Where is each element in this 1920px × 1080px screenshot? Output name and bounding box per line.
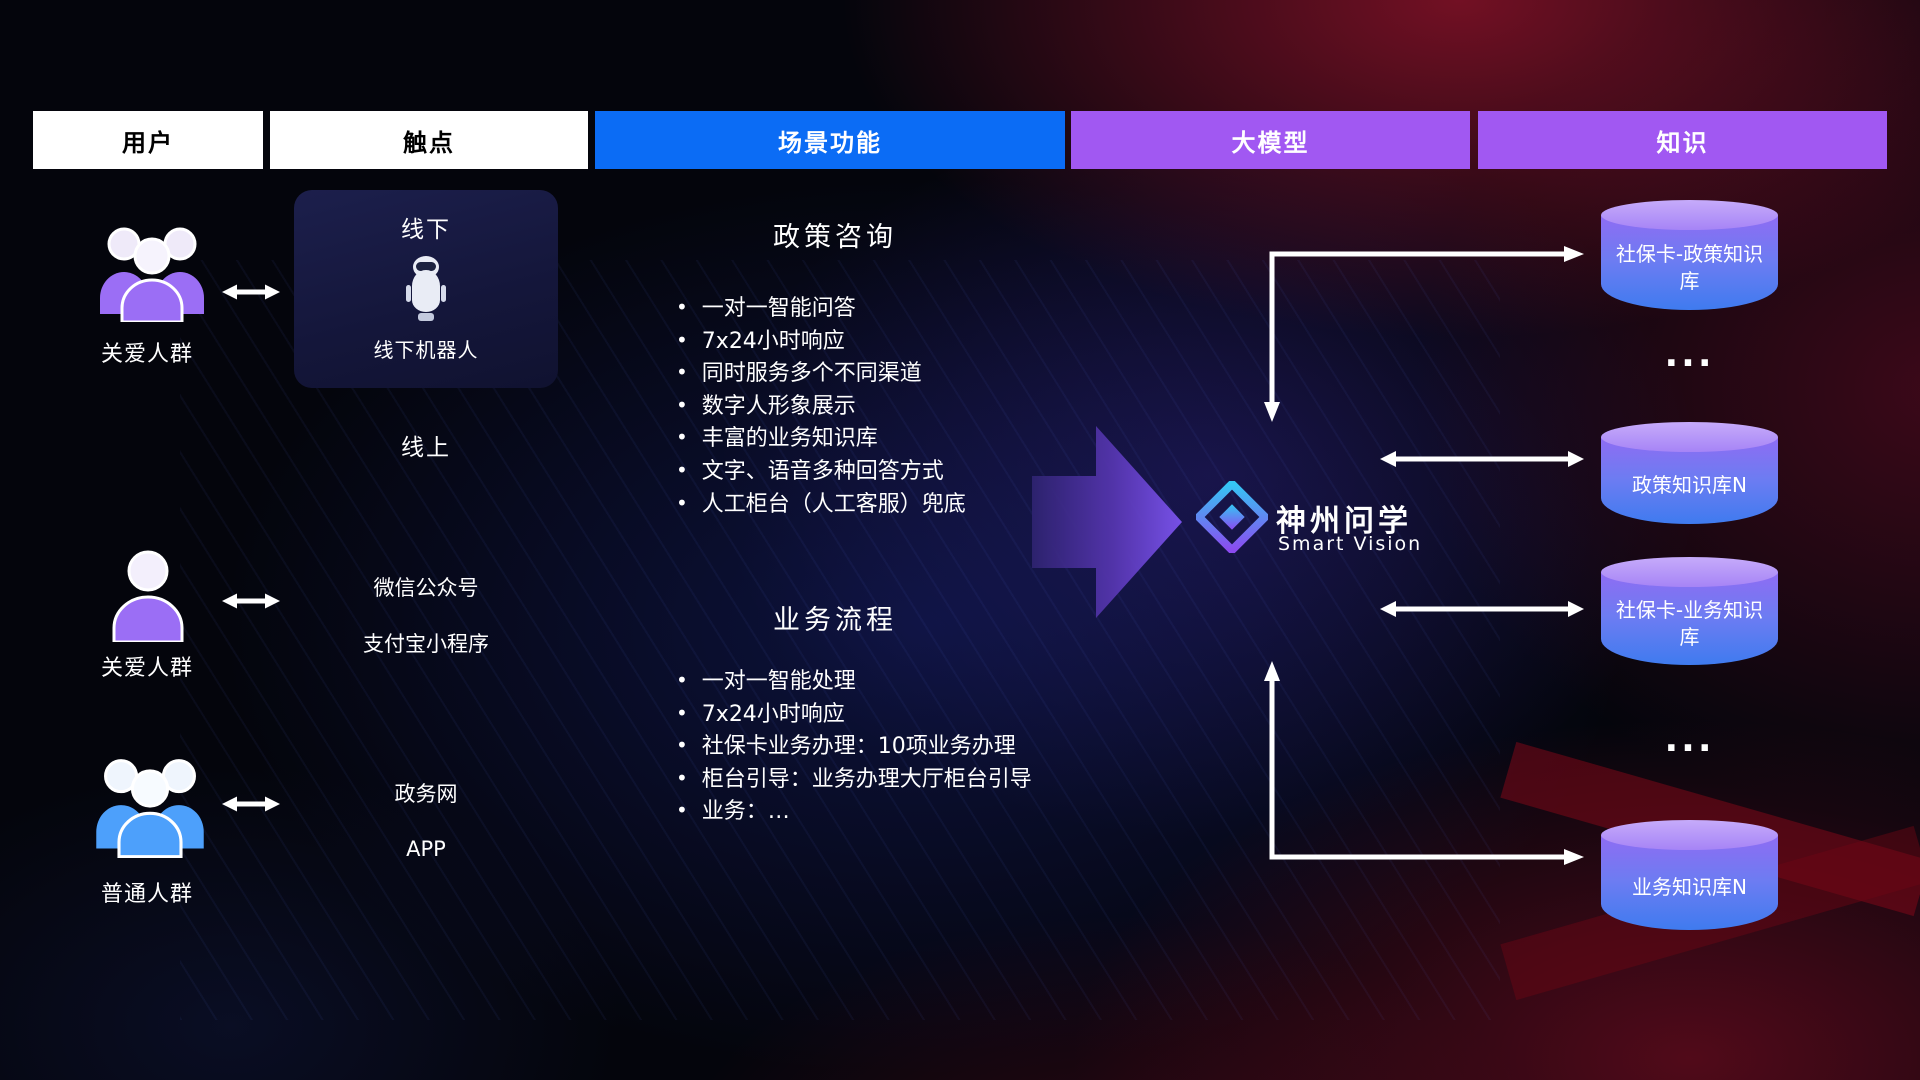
model-brand-name: 神州问学: [1276, 504, 1412, 539]
channel-app: APP: [406, 837, 446, 861]
column-header-functions: 场景功能: [595, 111, 1065, 169]
channel-gov-web: 政务网: [394, 782, 458, 806]
cylinder-top-ellipse: [1601, 820, 1778, 850]
list-item: 柜台引导：业务办理大厅柜台引导: [676, 763, 1032, 796]
list-item: 文字、语音多种回答方式: [676, 455, 966, 488]
group-people-icon: [88, 748, 212, 859]
knowledge-base-label: 业务知识库N: [1632, 875, 1747, 899]
list-item: 丰富的业务知识库: [676, 422, 966, 455]
knowledge-base-cylinder: 社保卡-政策知识库: [1601, 200, 1778, 310]
big-right-arrow-icon: [1032, 426, 1182, 618]
bidirectional-arrow-icon: [222, 593, 280, 609]
offline-robot-label: 线下机器人: [373, 338, 479, 362]
user-group-label: 关爱人群: [100, 656, 193, 681]
column-header-users: 用户: [33, 111, 263, 169]
bidirectional-arrow-icon: [222, 796, 280, 812]
column-header-touchpoints: 触点: [270, 111, 588, 169]
user-group-label: 普通人群: [100, 882, 193, 907]
list-item: 数字人形象展示: [676, 390, 966, 423]
connector-model-to-kb1: [1264, 246, 1584, 422]
connector-model-to-kb4: [1264, 661, 1584, 865]
offline-touchpoint-card: 线下 线下机器人: [294, 190, 558, 388]
channel-wechat: 微信公众号: [373, 576, 479, 600]
knowledge-base-label: 社保卡-业务知识库: [1615, 597, 1764, 649]
list-item: 同时服务多个不同渠道: [676, 357, 966, 390]
list-item: 7x24小时响应: [676, 698, 1032, 731]
ellipsis-more-kbs: ...: [1664, 334, 1715, 375]
list-item: 一对一智能处理: [676, 665, 1032, 698]
bidirectional-arrow-model-kb3: [1380, 601, 1584, 617]
cylinder-top-ellipse: [1601, 422, 1778, 452]
diamond-logo-icon: [1193, 478, 1271, 556]
list-item: 业务：…: [676, 795, 1032, 828]
channel-alipay: 支付宝小程序: [363, 632, 489, 656]
ellipsis-more-kbs: ...: [1664, 719, 1715, 760]
knowledge-base-cylinder: 政策知识库N: [1601, 422, 1778, 524]
policy-feature-list: 一对一智能问答 7x24小时响应 同时服务多个不同渠道 数字人形象展示 丰富的业…: [676, 292, 966, 520]
policy-section-title: 政策咨询: [773, 222, 897, 253]
list-item: 人工柜台（人工客服）兜底: [676, 488, 966, 521]
single-person-icon: [110, 548, 186, 644]
cylinder-top-ellipse: [1601, 557, 1778, 587]
column-header-knowledge: 知识: [1478, 111, 1887, 169]
column-header-model: 大模型: [1071, 111, 1470, 169]
business-feature-list: 一对一智能处理 7x24小时响应 社保卡业务办理：10项业务办理 柜台引导：业务…: [676, 665, 1032, 828]
bidirectional-arrow-model-kb2: [1380, 451, 1584, 467]
user-group-label: 关爱人群: [100, 342, 193, 367]
knowledge-base-label: 政策知识库N: [1632, 473, 1747, 497]
model-brand-subtitle: Smart Vision: [1278, 533, 1423, 555]
cylinder-top-ellipse: [1601, 200, 1778, 230]
knowledge-base-cylinder: 业务知识库N: [1601, 820, 1778, 930]
list-item: 7x24小时响应: [676, 325, 966, 358]
offline-title: 线下: [401, 217, 451, 243]
knowledge-base-cylinder: 社保卡-业务知识库: [1601, 557, 1778, 665]
bidirectional-arrow-icon: [222, 284, 280, 300]
group-people-icon: [92, 218, 212, 324]
list-item: 社保卡业务办理：10项业务办理: [676, 730, 1032, 763]
service-robot-icon: [400, 254, 452, 326]
online-title: 线上: [401, 435, 451, 461]
knowledge-base-label: 社保卡-政策知识库: [1615, 241, 1764, 293]
business-section-title: 业务流程: [773, 605, 897, 636]
list-item: 一对一智能问答: [676, 292, 966, 325]
